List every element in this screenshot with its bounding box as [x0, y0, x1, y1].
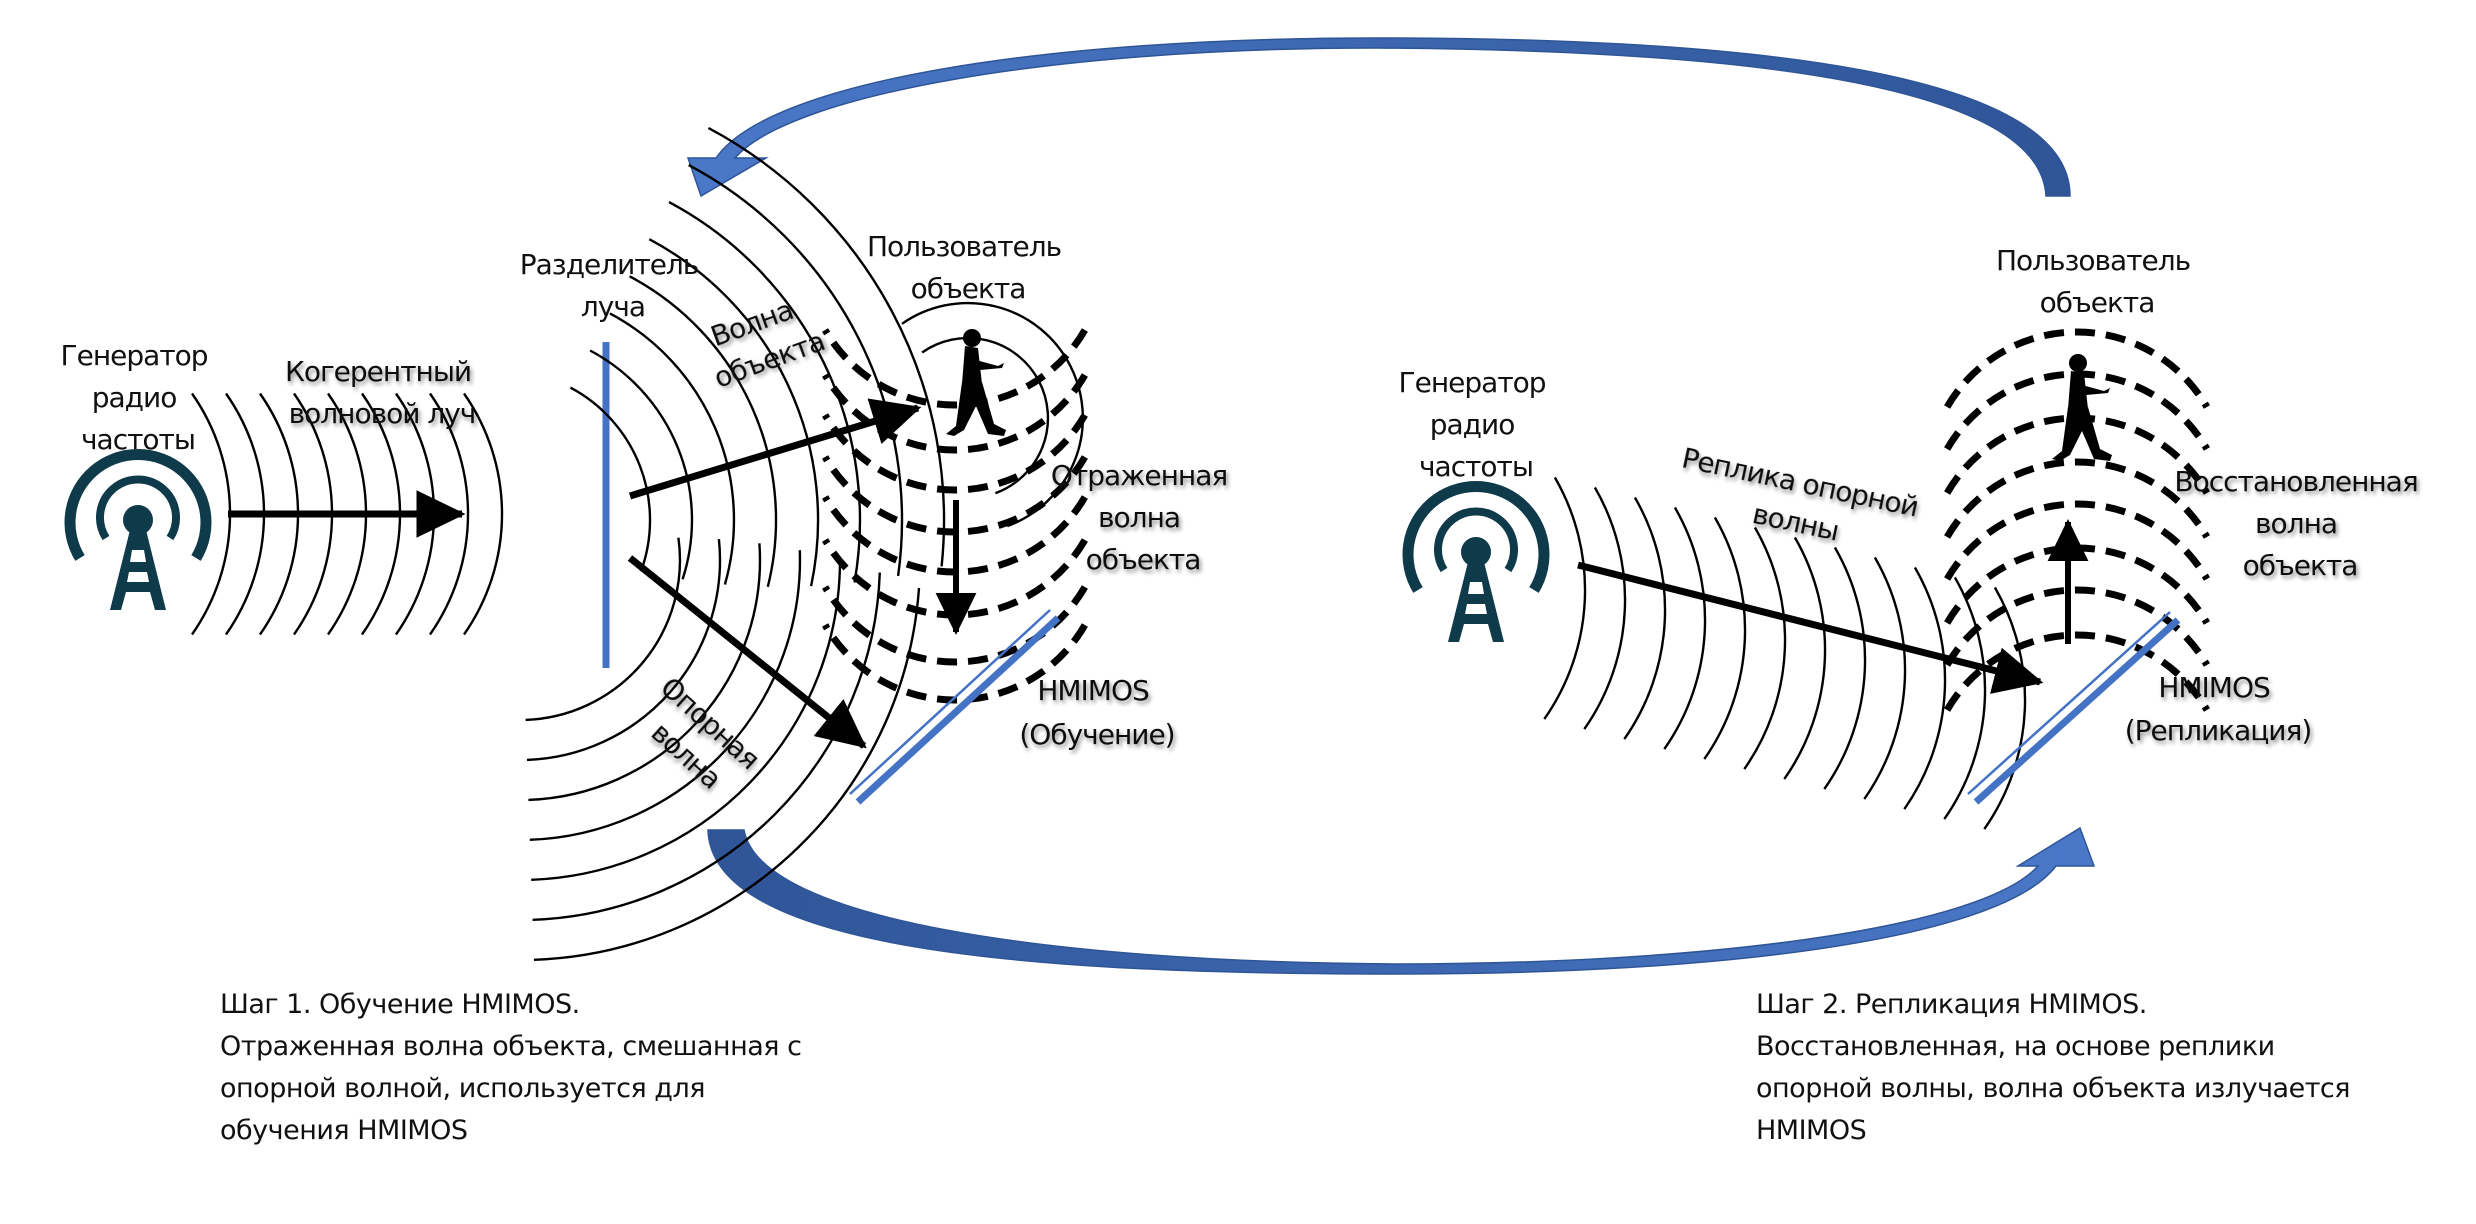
restored-wave-label: Восстановленная волна объекта — [2174, 465, 2425, 582]
walking-person-icon — [946, 329, 1006, 436]
object-wave-arc — [569, 386, 652, 572]
restored-wave-dashed-arc — [1944, 544, 2210, 625]
step2-group: Генератор радио частоты Реплика опорной … — [1399, 244, 2425, 830]
replica-wave-arrow — [1577, 561, 2044, 694]
hmimos-panel-training — [849, 609, 1061, 805]
step1-group: Генератор радио частоты Когерентный волн… — [61, 126, 1235, 961]
step2-caption-line: Восстановленная, на основе реплики — [1756, 1031, 2275, 1062]
replica-wave-arc — [1903, 566, 1947, 810]
replica-wave-arc — [1983, 586, 2027, 830]
beam-splitter-label: Разделитель луча — [520, 248, 706, 323]
radio-tower-icon — [1408, 487, 1544, 642]
step1-caption-line: обучения HMIMOS — [220, 1115, 468, 1146]
object-wave-arc — [589, 349, 694, 580]
step1-caption-line: Отраженная волна объекта, смешанная с — [220, 1031, 802, 1062]
object-wave-arrow — [628, 398, 922, 500]
restored-wave-dashed-arc — [1944, 500, 2210, 581]
beam-wave-arc — [429, 392, 470, 636]
walking-person-icon — [2052, 354, 2112, 461]
replica-wave-arc — [1943, 576, 1987, 820]
replica-wave-arc — [1863, 556, 1907, 800]
object-wave-arcs — [569, 126, 946, 588]
generator-label-1: Генератор радио частоты — [61, 339, 216, 456]
replica-wave-arc — [1743, 526, 1787, 770]
replica-wave-arc — [1583, 486, 1627, 730]
restored-wave-dashed-arc — [1944, 328, 2210, 409]
hmimos-replication-label: HMIMOS (Репликация) — [2125, 671, 2312, 747]
step2-caption: Шаг 2. Репликация HMIMOS. Восстановленна… — [1756, 984, 2351, 1152]
radio-tower-icon — [70, 455, 206, 610]
reference-wave-arc — [532, 572, 881, 921]
reference-wave-arc — [529, 550, 802, 841]
hmimos-panel-replication — [1967, 611, 2181, 805]
replica-wave-arc — [1703, 516, 1747, 760]
replica-wave-arc — [1783, 536, 1827, 780]
reflected-wave-dashed-arc — [822, 413, 1088, 494]
replica-reference-wave-arcs — [1543, 476, 2027, 830]
reflected-wave-dashed-arcs — [822, 328, 1088, 704]
replica-wave-arc — [1663, 506, 1707, 750]
step2-caption-line: HMIMOS — [1756, 1115, 1867, 1146]
reference-wave-arrow — [627, 555, 867, 749]
cycle-arrow-bottom — [707, 826, 2096, 975]
restored-wave-dashed-arc — [1944, 458, 2210, 539]
reference-wave-arc — [531, 559, 842, 881]
reflected-wave-dashed-arc — [822, 328, 1088, 409]
reflected-wave-label: Отраженная волна объекта — [1051, 459, 1235, 576]
step1-caption-line: опорной волной, используется для — [220, 1073, 705, 1104]
replica-wave-arc — [1543, 476, 1587, 720]
replica-wave-arc — [1623, 496, 1667, 740]
generator-label-2: Генератор радио частоты — [1399, 366, 1554, 483]
reference-wave-arcs — [525, 537, 921, 961]
reflected-wave-dashed-arc — [822, 373, 1088, 454]
replica-wave-arc — [1823, 546, 1867, 790]
object-wave-arc — [688, 164, 904, 577]
hmimos-training-label: HMIMOS (Обучение) — [1019, 674, 1174, 751]
reference-wave-arc — [533, 587, 921, 961]
cycle-arrow-top — [686, 37, 2071, 198]
restored-wave-dashed-arc — [1944, 586, 2210, 667]
reference-wave-arc — [528, 543, 762, 802]
user-label-1: Пользователь объекта — [867, 230, 1069, 305]
step2-caption-line: опорной волны, волна объекта излучается — [1756, 1073, 2351, 1104]
coherent-beam-label: Когерентный волновой луч — [285, 355, 479, 430]
reflected-wave-dashed-arc — [822, 623, 1088, 704]
step2-caption-title: Шаг 2. Репликация HMIMOS. — [1756, 989, 2147, 1020]
object-wave-arc — [629, 275, 778, 588]
reference-wave-label: Опорная волна — [628, 670, 772, 810]
step1-caption-title: Шаг 1. Обучение HMIMOS. — [220, 989, 580, 1020]
reference-wave-arc — [525, 537, 682, 722]
object-wave-arc — [648, 238, 820, 587]
user-label-2: Пользователь объекта — [1996, 244, 2198, 319]
object-wave-arc — [668, 201, 862, 583]
reference-wave-arc — [526, 538, 722, 762]
restored-wave-dashed-arc — [1944, 631, 2210, 712]
object-wave-arc — [609, 312, 736, 585]
step1-caption: Шаг 1. Обучение HMIMOS. Отраженная волна… — [220, 984, 802, 1152]
beam-wave-arc — [463, 392, 504, 636]
